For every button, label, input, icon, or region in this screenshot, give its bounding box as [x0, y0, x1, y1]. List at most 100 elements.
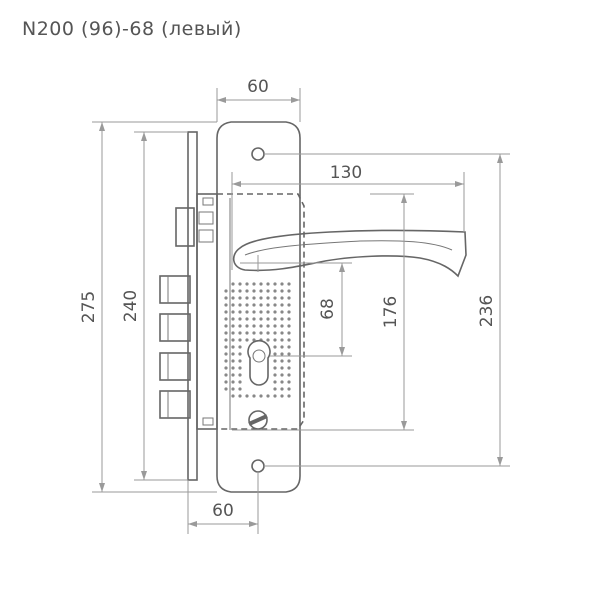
perforation-dot	[280, 394, 284, 398]
perforation-dot	[245, 289, 249, 293]
perforation-dot	[287, 289, 291, 293]
perforation-dot	[224, 387, 228, 391]
perforation-dot	[273, 331, 277, 335]
perforation-dot	[287, 352, 291, 356]
perforation-dot	[287, 373, 291, 377]
perforation-dot	[273, 366, 277, 370]
perforation-dot	[259, 310, 263, 314]
perforation-dot	[280, 366, 284, 370]
perforation-dot	[280, 352, 284, 356]
perforation-dot	[231, 359, 235, 363]
dim-label-236: 236	[477, 295, 497, 327]
perforation-dot	[259, 394, 263, 398]
perforation-dot	[273, 359, 277, 363]
perforation-dot	[266, 394, 270, 398]
bottom-screw-hole	[251, 459, 265, 473]
perforation-dot	[287, 387, 291, 391]
perforation-dot	[280, 303, 284, 307]
perforation-dot	[280, 282, 284, 286]
perforation-dot	[224, 345, 228, 349]
perforation-dot	[224, 338, 228, 342]
perforation-dot	[252, 282, 256, 286]
perforation-dot	[224, 359, 228, 363]
perforation-dot	[231, 331, 235, 335]
perforation-dot	[273, 352, 277, 356]
perforation-dot	[231, 282, 235, 286]
perforation-dot	[266, 282, 270, 286]
perforation-dot	[259, 296, 263, 300]
perforation-dot	[273, 303, 277, 307]
lock-case	[196, 193, 218, 430]
perforation-dot	[224, 373, 228, 377]
lock-faceplate	[187, 131, 198, 481]
perforation-dot	[245, 303, 249, 307]
perforation-dot	[238, 310, 242, 314]
latch-bolt	[175, 207, 195, 247]
lock-body	[159, 131, 218, 481]
dim-lock-body-height: 240	[121, 131, 188, 481]
deadbolt-2	[159, 313, 191, 342]
perforation-dot	[280, 380, 284, 384]
perforation-dot	[224, 317, 228, 321]
perforation-dot	[280, 317, 284, 321]
perforation-dot	[287, 310, 291, 314]
perforation-dot	[287, 303, 291, 307]
perforation-dot	[224, 352, 228, 356]
perforation-dot	[266, 317, 270, 321]
perforation-dot	[273, 387, 277, 391]
perforation-dot	[224, 366, 228, 370]
perforation-dot	[287, 338, 291, 342]
perforation-dot	[224, 324, 228, 328]
perforation-dot	[224, 296, 228, 300]
perforation-dot	[273, 394, 277, 398]
perforation-dot	[273, 296, 277, 300]
perforation-dot	[238, 366, 242, 370]
perforation-dot	[266, 303, 270, 307]
perforation-dot	[231, 345, 235, 349]
dim-handle-length: 130	[231, 163, 465, 270]
perforation-dot	[287, 359, 291, 363]
perforation-dot	[280, 373, 284, 377]
perforation-dot	[245, 324, 249, 328]
perforation-dot	[238, 331, 242, 335]
perforation-dot	[273, 282, 277, 286]
top-screw-hole	[251, 147, 265, 161]
perforation-dot	[252, 303, 256, 307]
perforation-dot	[245, 317, 249, 321]
perforation-dot	[231, 289, 235, 293]
perforation-dot	[259, 324, 263, 328]
dim-label-130: 130	[330, 163, 362, 183]
perforation-dot	[245, 282, 249, 286]
perforation-dot	[252, 394, 256, 398]
perforation-dot	[238, 373, 242, 377]
perforation-dot	[224, 303, 228, 307]
dim-label-240: 240	[121, 290, 141, 322]
dim-label-60-top: 60	[247, 77, 269, 97]
deadbolt-1	[159, 275, 191, 304]
perforation-dot	[273, 310, 277, 314]
perforation-dot	[252, 317, 256, 321]
perforation-dot	[238, 289, 242, 293]
escutcheon-plate	[216, 121, 305, 493]
perforation-dot	[252, 324, 256, 328]
perforation-dot	[238, 338, 242, 342]
deadbolt-3	[159, 352, 191, 381]
perforation-dot	[287, 331, 291, 335]
perforation-dot	[231, 387, 235, 391]
perforation-dot	[273, 324, 277, 328]
perforation-dot	[238, 296, 242, 300]
deadbolt-4	[159, 390, 191, 419]
perforation-dot	[280, 387, 284, 391]
dim-total-height: 275	[79, 121, 217, 493]
perforation-dot	[266, 289, 270, 293]
perforation-dot	[280, 338, 284, 342]
perforation-dot	[224, 331, 228, 335]
perforation-dot	[224, 380, 228, 384]
perforation-dot	[287, 380, 291, 384]
perforation-dot	[231, 303, 235, 307]
perforation-dot	[238, 324, 242, 328]
perforation-dot	[231, 310, 235, 314]
perforation-dot	[280, 359, 284, 363]
perforation-dot	[280, 324, 284, 328]
perforation-dot	[231, 373, 235, 377]
